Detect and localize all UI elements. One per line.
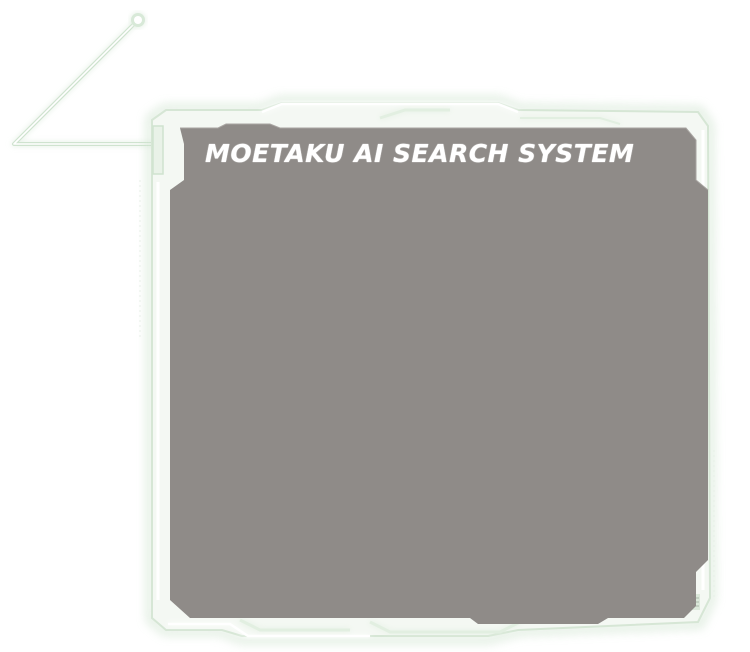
panel-content-area (170, 180, 690, 620)
panel-title: MOETAKU AI SEARCH SYSTEM (205, 139, 635, 168)
main-panel (170, 124, 708, 624)
frame-bottom-segments (168, 618, 521, 638)
connector-line (12, 18, 160, 146)
frame-outer-glow (147, 97, 716, 643)
main-panel-edge (180, 123, 709, 191)
frame-left-rail (139, 125, 164, 600)
connector-node-icon (131, 13, 145, 27)
frame-top-segments (261, 102, 621, 125)
